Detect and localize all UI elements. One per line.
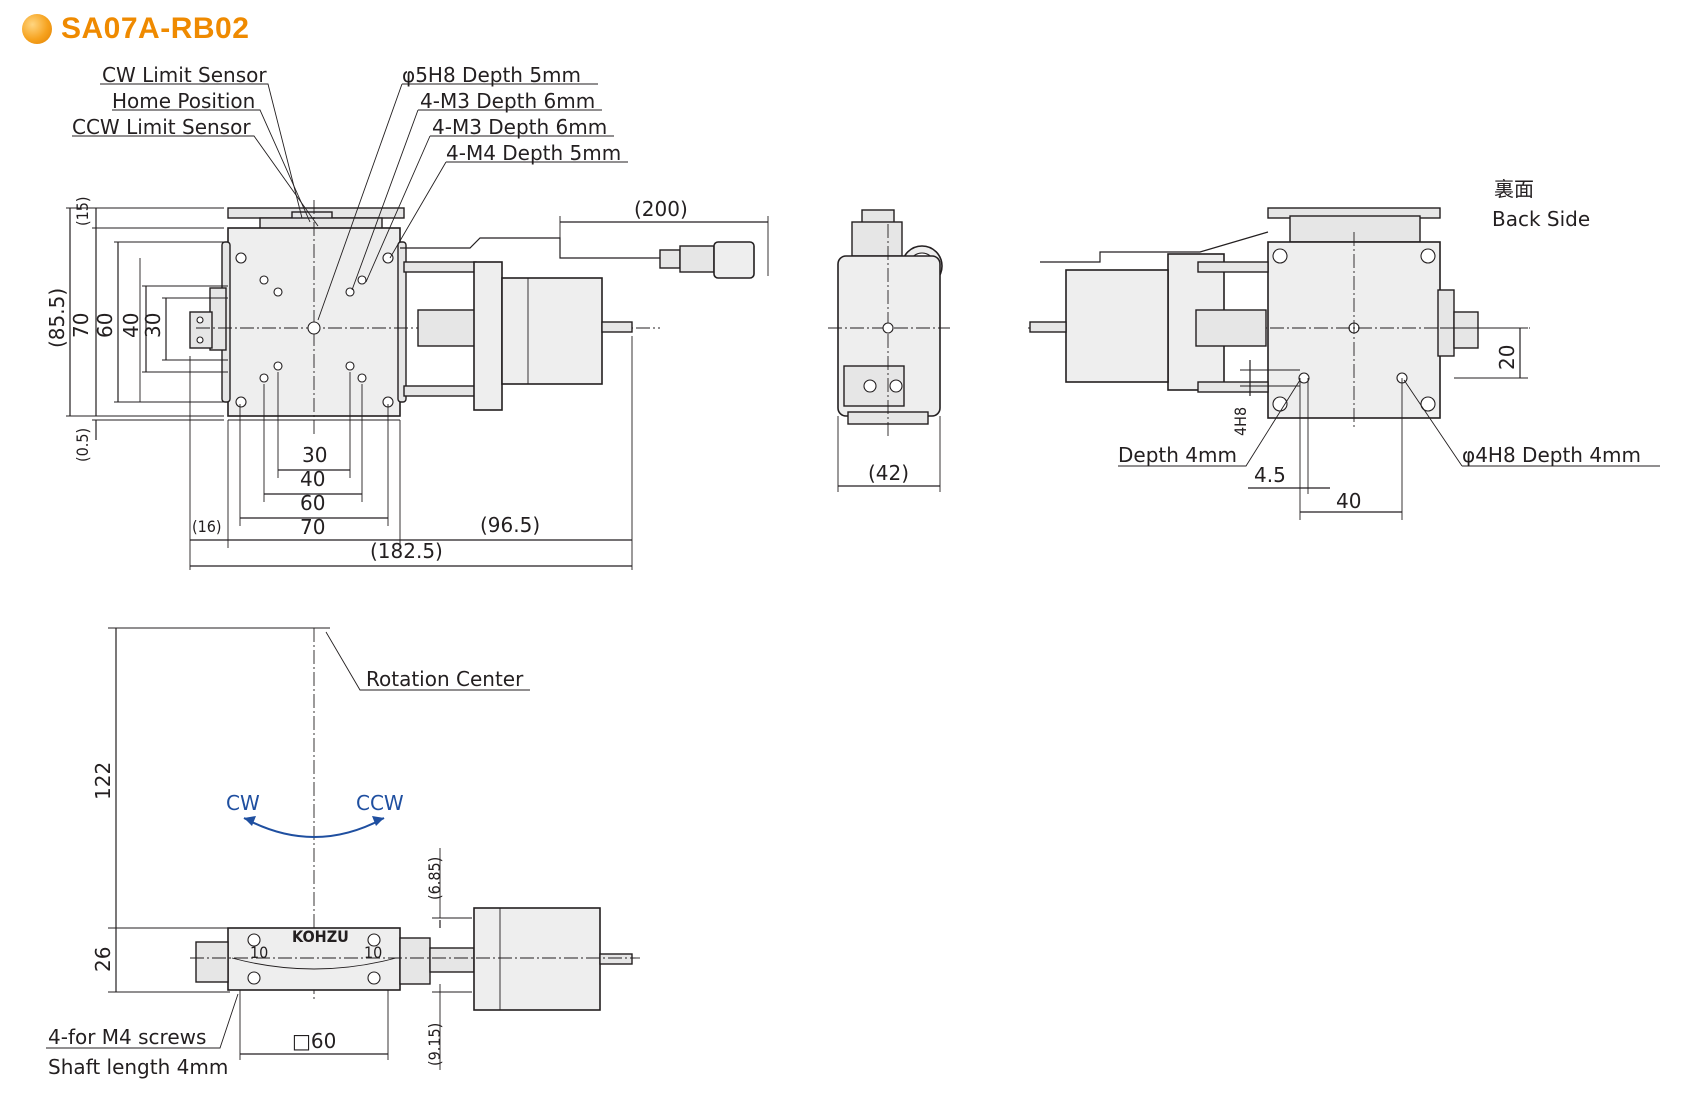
screw-note-1: 4-for M4 screws xyxy=(48,1025,206,1049)
dim-60-h: 60 xyxy=(300,491,325,515)
callout-phi4h8: φ4H8 Depth 4mm xyxy=(1462,443,1641,467)
dim-4h8: 4H8 xyxy=(1231,407,1250,436)
dim-square-60: □60 xyxy=(292,1029,336,1053)
dim-16: (16) xyxy=(192,517,222,536)
motor xyxy=(501,277,603,385)
dim-200: (200) xyxy=(634,197,688,221)
dim-30-h: 30 xyxy=(302,443,327,467)
front-motor xyxy=(473,907,601,1011)
cw-label: CW xyxy=(226,791,260,815)
rotation-arrow-icon xyxy=(243,817,385,838)
motor-flange xyxy=(473,261,503,411)
callout-center-bore: φ5H8 Depth 5mm xyxy=(402,63,581,87)
dim-6-85: (6.85) xyxy=(425,857,444,900)
dim-96-5: (96.5) xyxy=(480,513,540,537)
back-side-label-en: Back Side xyxy=(1492,207,1590,231)
title-bullet-icon xyxy=(22,14,52,44)
scale-right: 10 xyxy=(364,943,382,962)
top-view: CW Limit Sensor Home Position CCW Limit … xyxy=(45,63,769,570)
dim-70-v: 70 xyxy=(69,313,93,338)
dim-42: (42) xyxy=(868,461,909,485)
motor-shaft xyxy=(601,321,633,333)
dim-26: 26 xyxy=(91,947,115,972)
dim-15: (15) xyxy=(73,196,92,226)
dim-70-h: 70 xyxy=(300,515,325,539)
dim-40-back: 40 xyxy=(1336,489,1361,513)
side-view: (42) xyxy=(828,209,950,492)
center-bore xyxy=(307,321,321,335)
brand-label: KOHZU xyxy=(292,927,349,946)
callout-m4: 4-M4 Depth 5mm xyxy=(446,141,621,165)
dim-122: 122 xyxy=(91,762,115,800)
dim-4-5: 4.5 xyxy=(1254,463,1286,487)
screw-note-2: Shaft length 4mm xyxy=(48,1055,228,1079)
title-text: SA07A-RB02 xyxy=(61,12,250,45)
scale-left: 10 xyxy=(250,943,268,962)
back-motor xyxy=(1065,269,1169,383)
dim-0-5: (0.5) xyxy=(73,428,92,462)
dim-60-v: 60 xyxy=(93,313,117,338)
dim-9-15: (9.15) xyxy=(425,1023,444,1066)
dim-20: 20 xyxy=(1495,345,1519,370)
callout-depth-4mm: Depth 4mm xyxy=(1118,443,1237,467)
front-view: 122 26 Rotation Center CW CCW 10 10 KOHZ… xyxy=(46,627,640,1079)
angle-scale xyxy=(231,957,397,970)
dim-30-v: 30 xyxy=(141,313,165,338)
dim-85-5: (85.5) xyxy=(45,288,69,348)
callout-ccw-limit-sensor: CCW Limit Sensor xyxy=(72,115,251,139)
callout-home-position: Home Position xyxy=(112,89,255,113)
callout-m3-2: 4-M3 Depth 6mm xyxy=(432,115,607,139)
connector-plug xyxy=(713,241,755,279)
dim-40-v: 40 xyxy=(119,313,143,338)
ccw-label: CCW xyxy=(356,791,404,815)
rotation-center-label: Rotation Center xyxy=(366,667,524,691)
callout-cw-limit-sensor: CW Limit Sensor xyxy=(102,63,267,87)
dim-182-5: (182.5) xyxy=(370,539,443,563)
callout-m3-1: 4-M3 Depth 6mm xyxy=(420,89,595,113)
coupling xyxy=(417,309,477,347)
dim-40-h: 40 xyxy=(300,467,325,491)
back-view: 裏面 Back Side 20 4H8 4.5 xyxy=(1028,177,1660,520)
back-side-label-jp: 裏面 xyxy=(1494,177,1534,201)
page-title: SA07A-RB02 xyxy=(22,12,249,46)
